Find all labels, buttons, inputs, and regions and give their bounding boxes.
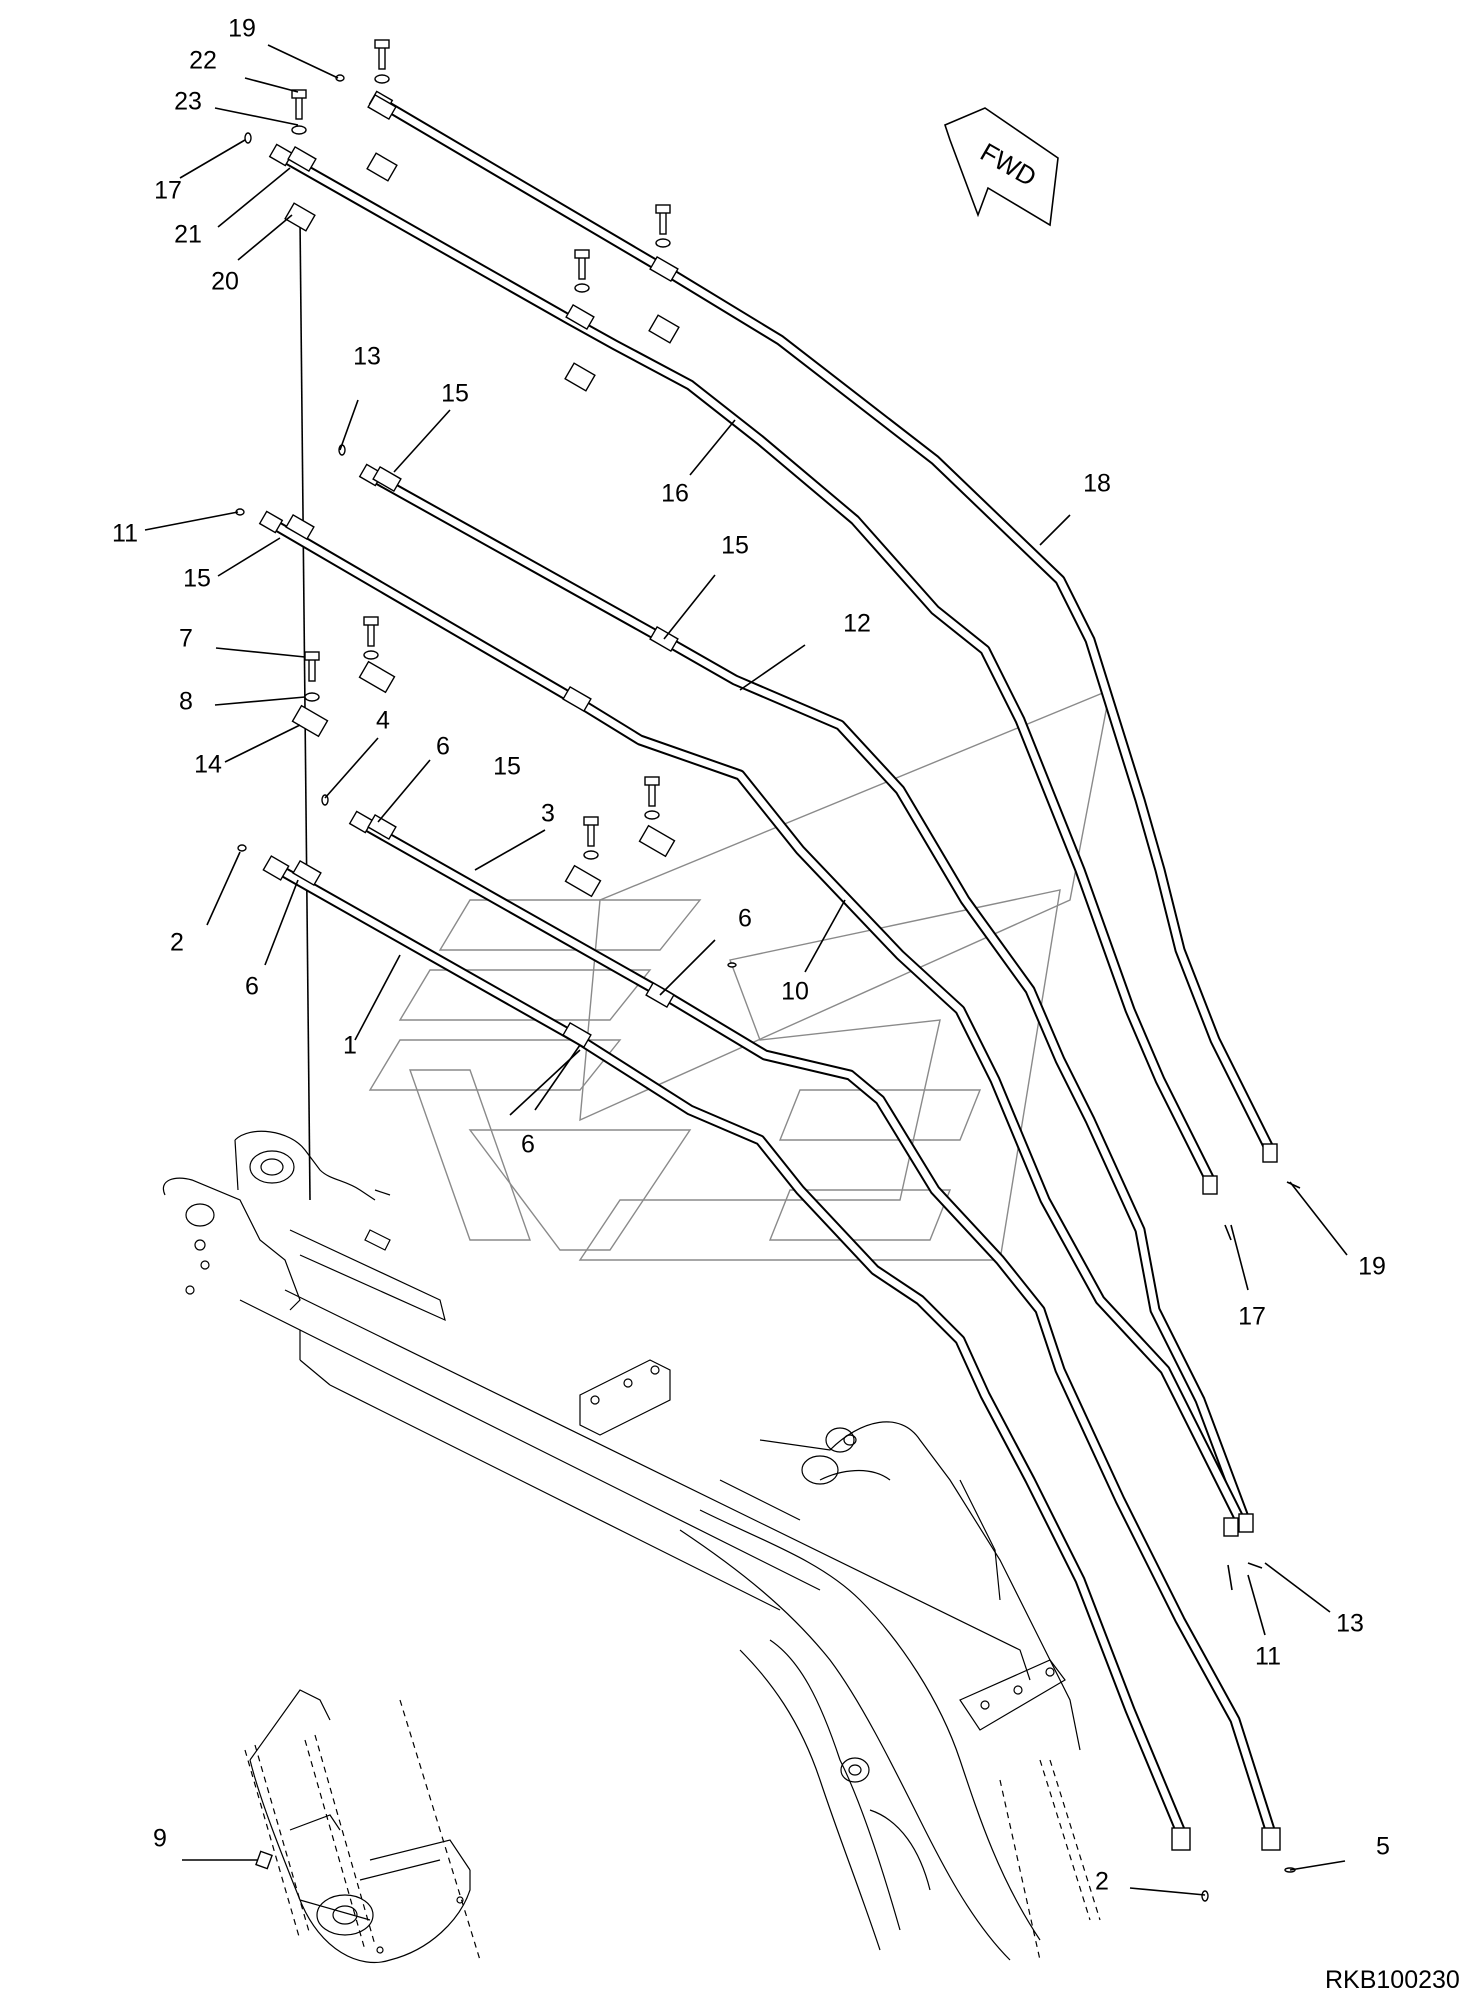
clamp (292, 859, 322, 887)
callout-17: 17 (1238, 1303, 1266, 1331)
washer (655, 238, 671, 248)
fitting-10-bottom (1223, 1517, 1239, 1537)
callout-9: 9 (153, 1825, 167, 1853)
clamp-base (564, 362, 596, 392)
washer (291, 125, 307, 135)
callout-17: 17 (154, 177, 182, 205)
callout-2: 2 (170, 929, 184, 957)
callout-11: 11 (112, 520, 138, 548)
fitting-18-bottom (1262, 1143, 1278, 1163)
clamp (562, 685, 592, 713)
clamp-base (284, 202, 316, 232)
clamp-base (564, 864, 602, 898)
callout-21: 21 (174, 221, 202, 249)
callout-numbers: 19 22 23 17 21 20 13 15 16 18 11 15 15 1… (112, 15, 1390, 1896)
callout-19: 19 (228, 15, 256, 43)
drawing-code: RKB100230 (1325, 1966, 1460, 1994)
callout-5: 5 (1376, 1833, 1390, 1861)
washer (304, 692, 320, 702)
bolt (304, 651, 320, 682)
callout-11: 11 (1255, 1643, 1281, 1671)
pipe-3 (362, 820, 1276, 1832)
callout-8: 8 (179, 688, 193, 716)
callout-6: 6 (436, 733, 450, 761)
callout-15: 15 (721, 532, 749, 560)
washer (363, 650, 379, 660)
pipe-10 (272, 520, 1245, 1523)
washer (574, 283, 590, 293)
bolt (291, 89, 307, 120)
pipe-clamps (285, 93, 679, 1049)
fitting-3-bottom (1261, 1827, 1281, 1851)
callout-23: 23 (174, 88, 202, 116)
callout-19: 19 (1358, 1253, 1386, 1281)
leader-lines (144, 44, 1348, 1896)
callout-6: 6 (245, 973, 259, 1001)
fwd-direction-arrow: FWD (944, 107, 1059, 227)
callout-1: 1 (343, 1032, 357, 1060)
clamp-base (366, 152, 398, 182)
callout-15: 15 (493, 753, 521, 781)
clamp (565, 303, 595, 331)
bolt (374, 39, 390, 70)
pipe-12 (372, 473, 1251, 1522)
callout-2: 2 (1095, 1868, 1109, 1896)
callout-15: 15 (183, 565, 211, 593)
callout-18: 18 (1083, 470, 1111, 498)
washer (374, 74, 390, 84)
fitting-16-bottom (1202, 1175, 1218, 1195)
fitting-1-bottom (1171, 1827, 1191, 1851)
o-ring (1201, 1890, 1209, 1902)
bolt (363, 616, 379, 647)
callout-16: 16 (661, 480, 689, 508)
clamp (367, 813, 397, 841)
o-ring (335, 74, 345, 82)
bolt (255, 1850, 273, 1870)
fitting-10-top (258, 510, 284, 534)
fitting-1-top (262, 855, 290, 881)
clamp (285, 513, 315, 541)
washer (644, 810, 660, 820)
pipes (272, 100, 1276, 1833)
callout-6: 6 (738, 905, 752, 933)
o-ring (237, 844, 247, 852)
callout-3: 3 (541, 800, 555, 828)
clamp (649, 255, 679, 283)
pipe-1 (277, 865, 1186, 1833)
o-ring (727, 962, 737, 968)
callout-22: 22 (189, 47, 217, 75)
clamp (562, 1021, 592, 1049)
bolt (655, 204, 671, 235)
callout-20: 20 (211, 268, 239, 296)
callout-15: 15 (441, 380, 469, 408)
clamp (372, 465, 402, 493)
callout-4: 4 (376, 707, 390, 735)
washer (583, 850, 599, 860)
clamp (367, 93, 397, 121)
callout-7: 7 (179, 625, 193, 653)
clamp (287, 145, 317, 173)
boom-structure (162, 1130, 1101, 1964)
callout-13: 13 (353, 343, 381, 371)
clamp-base (358, 660, 396, 694)
bolt (583, 816, 599, 847)
callout-10: 10 (781, 978, 809, 1006)
bolt (644, 776, 660, 807)
pipe-16 (282, 153, 1215, 1183)
bolt (574, 249, 590, 280)
callout-13: 13 (1336, 1610, 1364, 1638)
clamp-base (638, 824, 676, 858)
callout-12: 12 (843, 610, 871, 638)
hardware (235, 39, 1301, 1902)
callout-6: 6 (521, 1131, 535, 1159)
callout-14: 14 (194, 751, 222, 779)
o-ring (244, 132, 252, 144)
clamp-base (648, 314, 680, 344)
pipe-18 (382, 100, 1275, 1153)
clamp-base (291, 704, 329, 738)
fitting-12-bottom (1238, 1513, 1254, 1533)
pipe-fittings (258, 90, 1281, 1851)
